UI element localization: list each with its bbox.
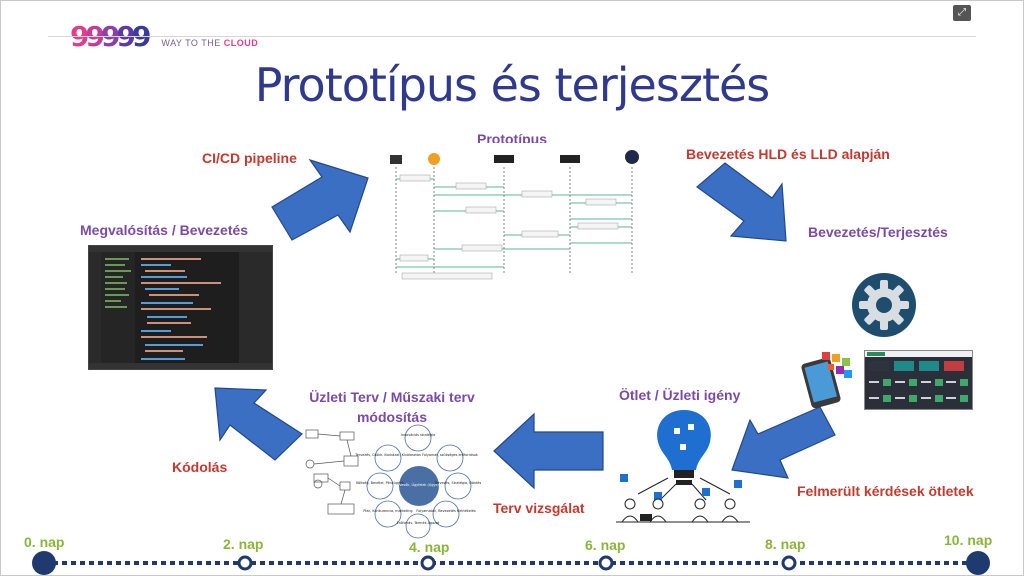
label-bevezetes-hld: Bevezetés HLD és LLD alapján: [686, 146, 890, 162]
diagram-node-text: Innovációs stratégia: [401, 433, 435, 437]
arrow-down-left: [731, 406, 836, 479]
label-kodolas: Kódolás: [172, 459, 228, 475]
label-uzleti-terv: Üzleti Terv / Műszaki terv módosítás: [300, 387, 484, 427]
business-plan-diagram: Innovációs stratégia Folyamat, szükséges…: [305, 424, 482, 539]
arrow-down-right: [696, 162, 787, 242]
label-otlet: Ötlet / Üzleti igény: [619, 387, 741, 403]
label-megvalositas: Megvalósítás / Bevezetés: [80, 222, 249, 238]
arrow-left: [493, 412, 604, 490]
participant-icons: [390, 150, 639, 165]
arrow-up-left: [214, 387, 303, 461]
day-label: 10. nap: [944, 532, 993, 548]
day-label: 2. nap: [223, 536, 264, 552]
dashboard-image: [864, 350, 973, 410]
label-cicd: CI/CD pipeline: [202, 150, 297, 166]
diagram-node-text: Folyamatok, Bevezetés Kiértékelés: [416, 509, 475, 513]
label-bevezetes-terjesztes: Bevezetés/Terjesztés: [808, 224, 948, 240]
tagline-prefix: WAY TO THE: [161, 38, 221, 48]
idea-lightbulb-illustration: [616, 410, 750, 523]
day-label: 6. nap: [585, 537, 626, 553]
expand-icon[interactable]: ⤢: [953, 5, 971, 21]
day-label: 0. nap: [24, 534, 65, 550]
label-felmerult: Felmerült kérdések ötletek: [797, 483, 974, 499]
diagram-node-text: Tervezés, Stratégia, Döntés: [434, 481, 482, 485]
tagline-accent: CLOUD: [223, 38, 259, 48]
diagram-node-text: Folyamat, szükséges erőforrások: [422, 453, 478, 457]
day-label: 4. nap: [409, 539, 450, 555]
diagram-node-text: Piac, Konkurencia, marketing: [363, 509, 412, 513]
diagram-node-text: Erőforrás, Termék Ágazat: [397, 520, 440, 525]
timeline-start-marker: [32, 551, 56, 575]
label-uzleti-terv-line2: módosítás: [356, 409, 427, 425]
diagram-center-text: Vevők, Ügyfelek (Ugye): [399, 482, 439, 487]
sequence-diagram: [382, 143, 644, 283]
arrow-up-right: [271, 158, 369, 241]
timeline-end-marker: [966, 551, 990, 575]
timeline-marker: [781, 555, 797, 571]
gear-icon: [852, 273, 916, 337]
code-editor-lines: [89, 246, 272, 369]
day-label: 8. nap: [765, 536, 806, 552]
header-divider: [48, 36, 976, 37]
timeline-marker: [237, 555, 253, 571]
timeline-marker: [420, 555, 436, 571]
dashboard-tiles: [865, 351, 972, 402]
code-editor-image: [88, 245, 273, 370]
diagram-node-text: Költség, Bevétel, Pénzügyek: [356, 481, 404, 485]
diagram-node-text: Tervezés, Csökk. Kockázat, Kiválasztás: [354, 453, 421, 457]
page-title: Prototípus és terjesztés: [254, 58, 771, 112]
label-terv-vizsgalat: Terv vizsgálat: [493, 500, 585, 516]
timeline-marker: [598, 555, 614, 571]
label-uzleti-terv-line1: Üzleti Terv / Műszaki terv: [309, 389, 475, 405]
logo-tagline: WAY TO THE CLOUD: [161, 38, 258, 48]
smartphone-apps-icon: [801, 352, 852, 409]
